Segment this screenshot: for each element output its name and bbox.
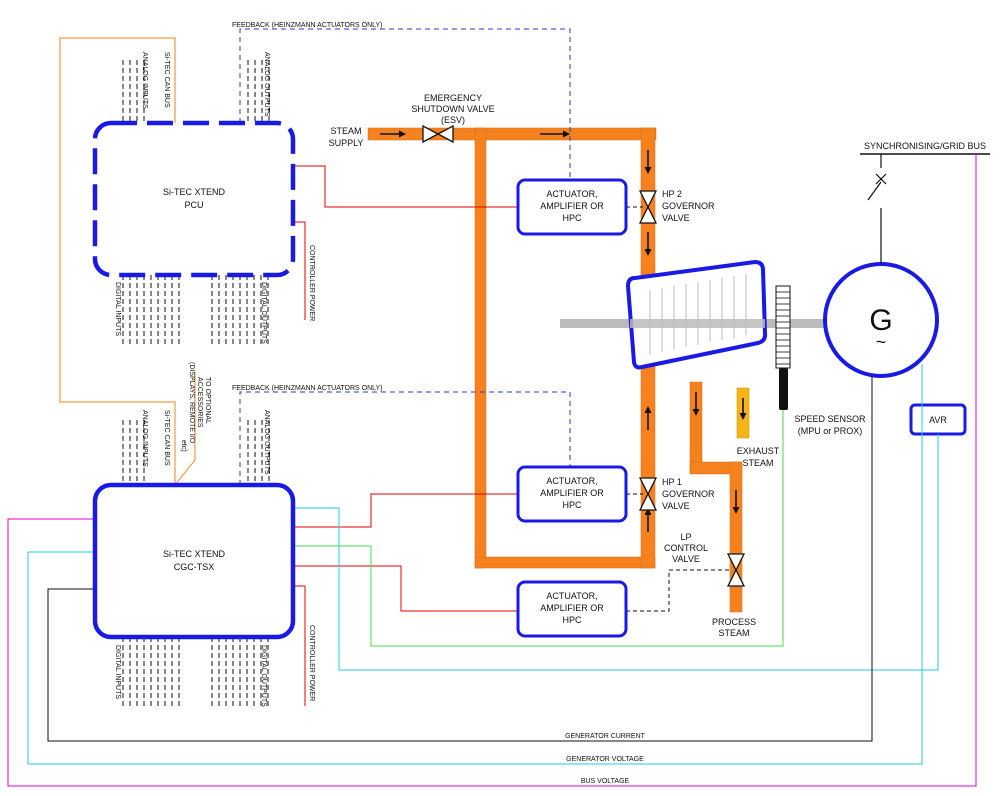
steam-bottom-pipe [474, 556, 656, 569]
actuator-valve-links [626, 206, 730, 612]
hp1-governor-valve [638, 477, 658, 511]
steam-turbine [626, 260, 768, 370]
process-label-1: PROCESS [712, 617, 756, 627]
optional-accessories-line [174, 372, 196, 486]
esv-label-2: SHUTDOWN VALVE [411, 104, 494, 114]
pcu-digital-inputs-label: DIGITAL INPUTS [114, 282, 121, 336]
cgc-can-bus-label: Si-TEC CAN BUS [163, 410, 170, 466]
hp2-label-2: GOVERNOR [662, 201, 715, 211]
pcu-label-2: PCU [184, 200, 203, 210]
speed-sensor-label-2: (MPU or PROX) [798, 426, 863, 436]
flow-arrows [380, 130, 747, 532]
cgc-box [92, 482, 296, 640]
actuator-lp-line2: AMPLIFIER OR [540, 603, 604, 613]
feedback-line-bottom [239, 391, 571, 485]
actuator-hp1-line3: HPC [562, 500, 582, 510]
steam-bypass-pipe-vertical [474, 127, 487, 569]
cgc-hp1-signal [293, 493, 518, 528]
cgc-lp-signal [293, 565, 518, 612]
cgc-digital-inputs-label: DIGITAL INPUTS [114, 645, 121, 699]
pcu-power-line [293, 221, 306, 320]
pcu-hp2-signal [293, 165, 518, 208]
cgc-controller-power-label: CONTROLLER POWER [308, 625, 315, 701]
steam-supply-pipe [367, 127, 657, 141]
pcu-box [92, 120, 296, 278]
hp1-label-2: GOVERNOR [662, 489, 715, 499]
io-lines [122, 60, 270, 706]
pcu-analog-outputs-label: ANALOG OUTPUTS [263, 52, 270, 117]
feedback-label-bottom: FEEDBACK (HEINZMANN ACTUATORS ONLY) [232, 385, 383, 392]
optional-accessories-3: (DISPLAYS, REMOTE I/O [188, 362, 195, 444]
esv-label-1: EMERGENCY [424, 93, 482, 103]
generator-current-line [47, 376, 873, 742]
cgc-digital-outputs-label: DIGITAL OUTPUTS [260, 645, 267, 707]
generator-symbol: G [869, 304, 892, 337]
speed-sensor-probe [779, 368, 788, 410]
hp2-label-3: VALVE [662, 213, 690, 223]
cgc-analog-outputs-label: ANALOG OUTPUTS [263, 410, 270, 475]
pcu-controller-power-label: CONTROLLER POWER [308, 245, 315, 321]
pcu-analog-inputs-label: ANALOG INPUTS [141, 52, 148, 109]
actuator-lp-line1: ACTUATOR, [546, 591, 597, 601]
optional-accessories-4: etc) [180, 440, 187, 452]
grid-breaker [867, 154, 887, 264]
exhaust-label-2: STEAM [742, 458, 773, 468]
process-label-2: STEAM [718, 628, 749, 638]
cgc-label-2: CGC-TSX [174, 562, 215, 572]
generator-current-label: GENERATOR CURRENT [565, 733, 646, 740]
speed-gear [775, 285, 791, 369]
esv-valve [422, 124, 454, 144]
actuator-hp2-line3: HPC [562, 213, 582, 223]
actuator-hp2-line2: AMPLIFIER OR [540, 201, 604, 211]
steam-supply-label-1: STEAM [330, 126, 361, 136]
can-bus-line [59, 37, 176, 485]
lp-label-2: CONTROL [664, 543, 708, 553]
generator-tilde: ~ [876, 332, 887, 352]
lp-label-3: VALVE [672, 554, 700, 564]
speed-signal-line [293, 410, 784, 647]
exhaust-label-1: EXHAUST [737, 446, 780, 456]
optional-accessories-1: TO OPTIONAL [204, 377, 211, 424]
actuator-hp2-line1: ACTUATOR, [546, 189, 597, 199]
pcu-label-1: Si-TEC XTEND [163, 187, 226, 197]
grid-bus-label: SYNCHRONISING/GRID BUS [864, 141, 986, 151]
actuator-lp: ACTUATOR, AMPLIFIER OR HPC [516, 580, 628, 638]
lp-label-1: LP [680, 532, 691, 542]
process-steam-pipe [729, 461, 743, 613]
avr-signal-line [293, 434, 939, 671]
cgc-power-line [293, 585, 306, 706]
hp1-label-3: VALVE [662, 501, 690, 511]
actuator-hp1-line2: AMPLIFIER OR [540, 488, 604, 498]
pcu-digital-outputs-label: DIGITAL OUTPUTS [260, 282, 267, 344]
speed-sensor-label-1: SPEED SENSOR [794, 414, 866, 424]
actuator-lp-line3: HPC [562, 615, 582, 625]
cgc-analog-inputs-label: ANALOG INPUTS [141, 410, 148, 467]
actuator-hp1: ACTUATOR, AMPLIFIER OR HPC [516, 465, 628, 523]
lp-control-valve [726, 553, 746, 587]
actuator-hp1-line1: ACTUATOR, [546, 476, 597, 486]
optional-accessories-2: ACCESSORIES [196, 377, 203, 428]
generator-voltage-label: GENERATOR VOLTAGE [566, 756, 644, 763]
pcu-can-bus-label: Si-TEC CAN BUS [163, 52, 170, 108]
bus-voltage-label: BUS VOLTAGE [581, 778, 630, 785]
steam-supply-label-2: SUPPLY [329, 138, 364, 148]
hp1-label-1: HP 1 [662, 477, 682, 487]
actuator-hp2: ACTUATOR, AMPLIFIER OR HPC [516, 178, 628, 236]
hp2-label-1: HP 2 [662, 189, 682, 199]
cgc-label-1: Si-TEC XTEND [163, 549, 226, 559]
feedback-label-top: FEEDBACK (HEINZMANN ACTUATORS ONLY) [232, 22, 383, 29]
esv-label-3: (ESV) [441, 115, 465, 125]
hp2-governor-valve [638, 190, 658, 224]
bus-voltage-line [7, 154, 977, 787]
generator-voltage-line [27, 364, 923, 765]
avr-label: AVR [929, 415, 947, 425]
feedback-line-top [239, 28, 571, 180]
